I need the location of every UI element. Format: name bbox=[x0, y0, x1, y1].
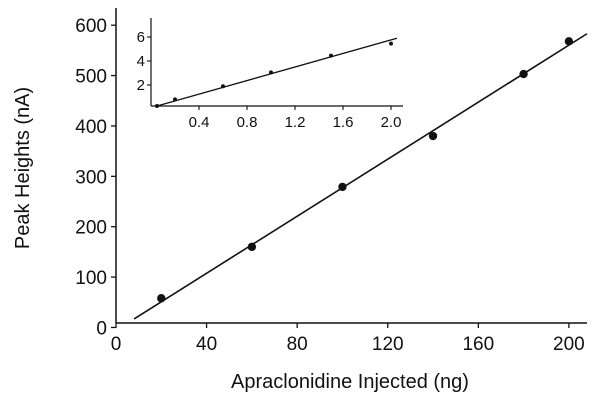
data-point bbox=[157, 294, 166, 303]
y-axis-title: Peak Heights (nA) bbox=[12, 87, 34, 249]
y-tick-label: 600 bbox=[75, 16, 107, 37]
data-point bbox=[519, 69, 528, 79]
inset-y-ticks: 2 4 6 bbox=[137, 29, 151, 94]
inset-data-point bbox=[155, 104, 159, 108]
inset-data-point bbox=[389, 41, 393, 46]
data-point bbox=[428, 131, 438, 141]
y-tick-label: 0 bbox=[96, 318, 107, 339]
inset-x-tick-label: 1.6 bbox=[333, 114, 354, 131]
data-point bbox=[564, 37, 574, 46]
inset-x-tick-label: 1.2 bbox=[285, 114, 306, 131]
y-ticks: 0 100 200 300 400 500 600 bbox=[75, 16, 116, 339]
x-tick-label: 200 bbox=[553, 334, 585, 355]
main-plot: 0 40 80 120 160 200 0 100 200 300 400 500 600 Aprac… bbox=[12, 8, 588, 393]
inset-data-point bbox=[269, 70, 273, 75]
x-tick-label: 0 bbox=[111, 334, 122, 355]
inset-y-tick-label: 6 bbox=[137, 29, 145, 46]
inset-fit-line bbox=[156, 37, 398, 107]
inset-y-tick-label: 4 bbox=[137, 53, 145, 70]
inset-x-tick-label: 0.4 bbox=[189, 114, 210, 131]
x-tick-label: 80 bbox=[287, 334, 308, 355]
y-tick-label: 100 bbox=[75, 268, 107, 289]
inset-data-points bbox=[155, 41, 393, 108]
data-point bbox=[338, 182, 347, 192]
inset-x-ticks: 0.4 0.8 1.2 1.6 2.0 bbox=[189, 106, 402, 131]
x-axis-title: Apraclonidine Injected (ng) bbox=[231, 371, 469, 393]
inset-data-point bbox=[329, 53, 333, 58]
x-ticks: 0 40 80 120 160 200 bbox=[111, 323, 585, 355]
data-points bbox=[157, 37, 574, 303]
inset-data-point bbox=[221, 84, 225, 89]
inset-y-tick-label: 2 bbox=[137, 77, 145, 94]
y-tick-label: 300 bbox=[75, 167, 107, 188]
x-tick-label: 40 bbox=[196, 334, 217, 355]
y-tick-label: 500 bbox=[75, 67, 107, 88]
x-tick-label: 120 bbox=[372, 334, 404, 355]
fit-line bbox=[133, 33, 588, 320]
inset-x-tick-label: 2.0 bbox=[381, 114, 402, 131]
y-tick-label: 200 bbox=[75, 218, 107, 239]
x-tick-label: 160 bbox=[462, 334, 494, 355]
y-tick-label: 400 bbox=[75, 117, 107, 138]
data-point bbox=[247, 242, 257, 252]
inset-plot: 0.4 0.8 1.2 1.6 2.0 2 4 6 bbox=[137, 18, 403, 131]
inset-data-point bbox=[173, 97, 177, 102]
inset-x-tick-label: 0.8 bbox=[237, 114, 258, 131]
